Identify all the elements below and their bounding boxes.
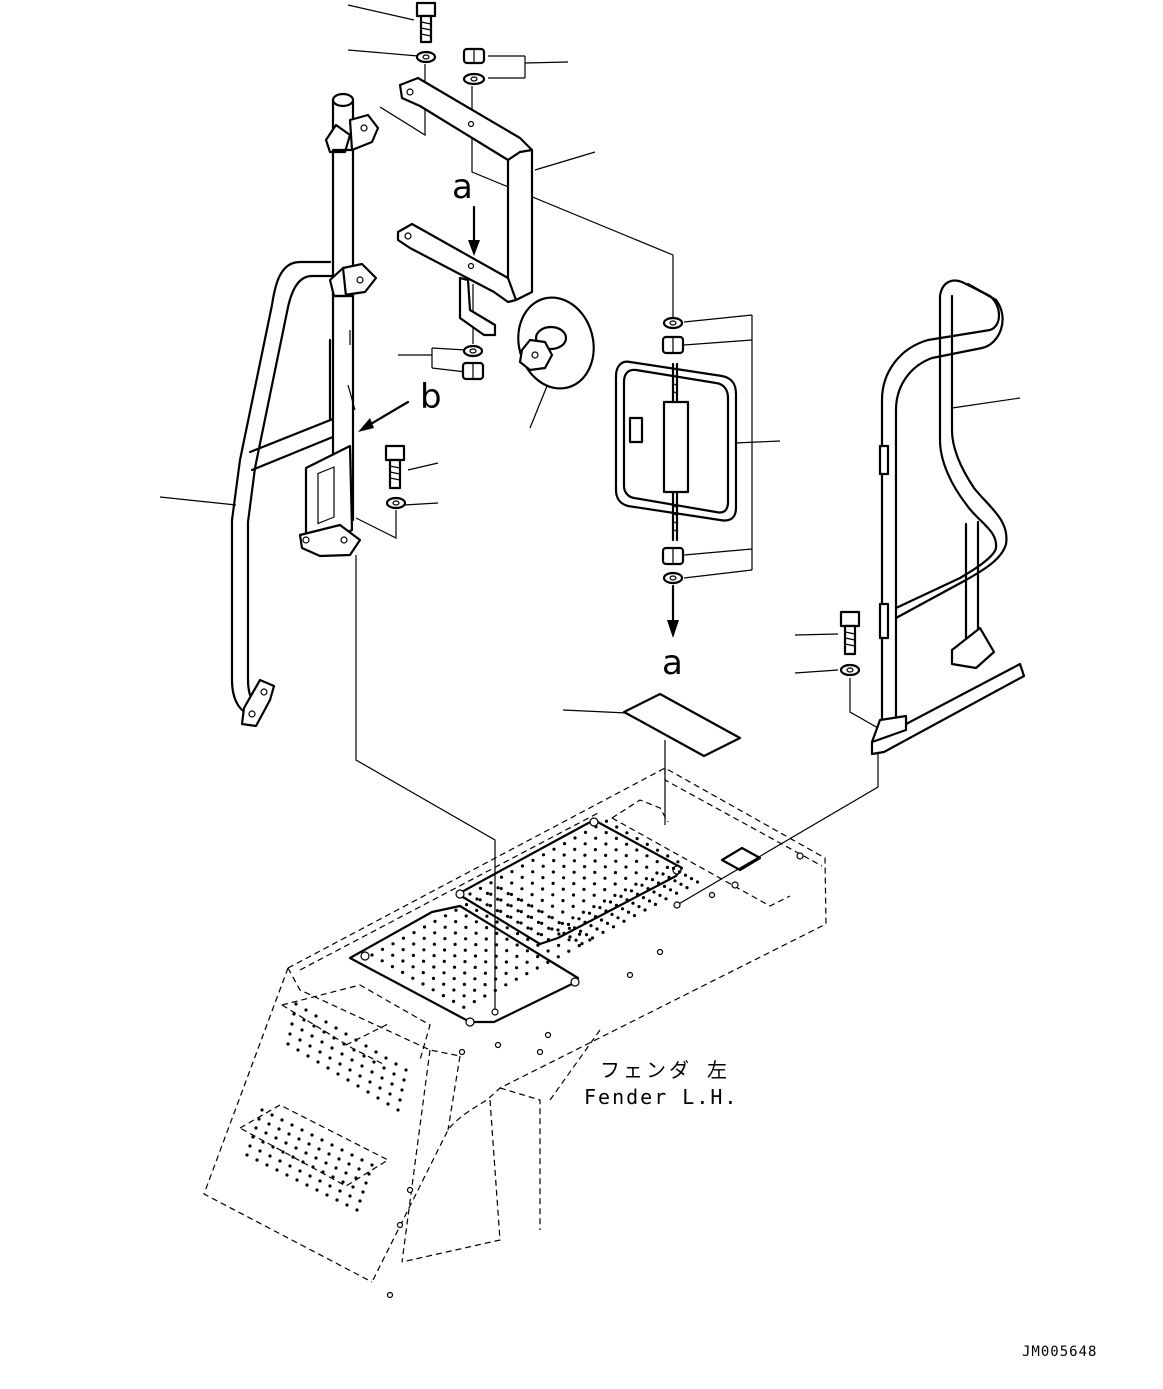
drawing-number: JM005648 — [1022, 1344, 1097, 1360]
nut-right-upper — [661, 335, 685, 355]
nut-right-lower — [661, 546, 685, 566]
view-ref-b: b — [420, 377, 442, 417]
arrow-a-bottom — [667, 584, 679, 638]
round-mirror — [517, 296, 595, 390]
handrail-right — [870, 279, 1026, 756]
bracket-lines — [431, 55, 753, 579]
bolt-top — [415, 1, 437, 44]
assembly-lines — [355, 64, 879, 1012]
handrail-left — [230, 260, 347, 728]
nut-top — [462, 47, 486, 65]
arrow-b — [358, 400, 410, 432]
post-left — [324, 92, 380, 528]
post-bottom-plate — [298, 444, 362, 558]
fender-label-jp: フェンダ 左 — [600, 1058, 730, 1082]
leader-lines — [159, 4, 1021, 714]
bolt-mid — [384, 444, 406, 490]
perforation-pattern — [245, 819, 700, 1212]
caution-plate — [622, 692, 742, 758]
fender-label-en: Fender L.H. — [584, 1085, 738, 1109]
bolt-right — [839, 610, 861, 656]
arrow-a-top — [468, 205, 480, 256]
mirror-stay-bracket — [396, 76, 534, 337]
nut-mid — [461, 361, 485, 381]
rectangular-mirror — [614, 360, 738, 542]
view-ref-a-top: a — [452, 167, 473, 207]
fender-left — [203, 767, 827, 1299]
view-ref-a-bottom: a — [662, 643, 683, 683]
